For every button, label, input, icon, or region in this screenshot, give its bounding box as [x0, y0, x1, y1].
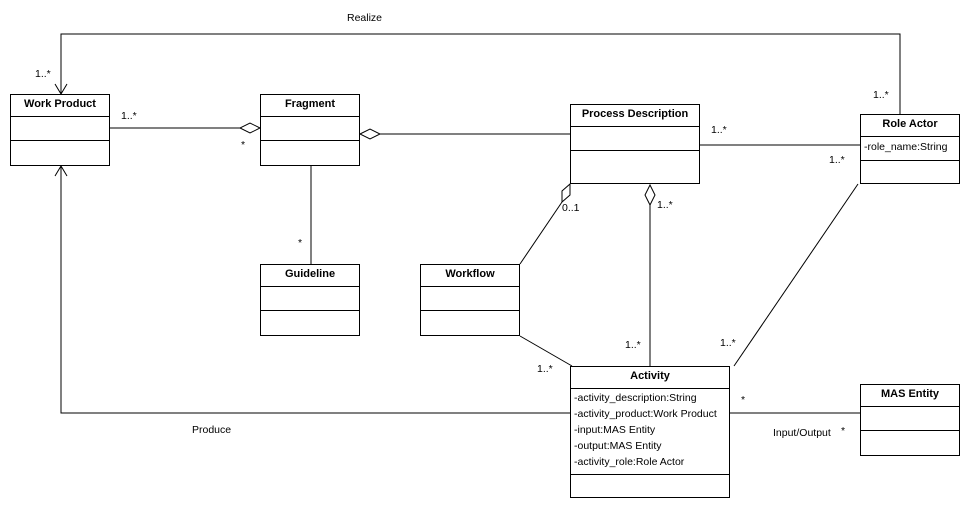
- process-activity-diamond: [644, 183, 656, 207]
- attributes-compartment: -role_name:String: [861, 137, 959, 161]
- realize-target-multiplicity: 1..*: [35, 68, 51, 80]
- process-activity-source-multiplicity: 1..*: [657, 199, 673, 211]
- realize-source-multiplicity: 1..*: [873, 89, 889, 101]
- class-workflow[interactable]: Workflow: [420, 264, 520, 336]
- process-activity-target-multiplicity: 1..*: [625, 339, 641, 351]
- class-name: Activity: [571, 367, 729, 389]
- attribute-input: -input:MAS Entity: [574, 424, 656, 436]
- attribute-activity-description: -activity_description:String: [574, 392, 697, 404]
- attributes-compartment: [861, 407, 959, 431]
- attributes-compartment: [421, 287, 519, 311]
- class-role-actor[interactable]: Role Actor -role_name:String: [860, 114, 960, 184]
- operations-compartment: [261, 141, 359, 165]
- class-name: Workflow: [421, 265, 519, 287]
- class-name: Work Product: [11, 95, 109, 117]
- attribute-activity-role: -activity_role:Role Actor: [574, 456, 685, 468]
- input-output-source-multiplicity: *: [741, 394, 746, 406]
- process-workflow-connector: [519, 201, 563, 265]
- role-activity-multiplicity: 1..*: [720, 337, 736, 349]
- input-output-target-multiplicity: *: [841, 425, 846, 437]
- class-fragment[interactable]: Fragment: [260, 94, 360, 166]
- class-guideline[interactable]: Guideline: [260, 264, 360, 336]
- input-output-label: Input/Output: [773, 427, 831, 439]
- process-role-source-multiplicity: 1..*: [711, 124, 727, 136]
- work-product-fragment-target-multiplicity: *: [241, 139, 246, 151]
- attributes-compartment: [571, 127, 699, 151]
- class-name: Guideline: [261, 265, 359, 287]
- operations-compartment: [571, 475, 729, 497]
- class-process-description[interactable]: Process Description: [570, 104, 700, 184]
- attributes-compartment: [261, 117, 359, 141]
- class-mas-entity[interactable]: MAS Entity: [860, 384, 960, 456]
- attribute-output: -output:MAS Entity: [574, 440, 662, 452]
- fragment-aggregation-diamond-right: [358, 128, 382, 140]
- class-name: Role Actor: [861, 115, 959, 137]
- attribute-role-name: -role_name:String: [864, 141, 948, 153]
- attribute-activity-product: -activity_product:Work Product: [574, 408, 717, 420]
- class-work-product[interactable]: Work Product: [10, 94, 110, 166]
- class-name: Process Description: [571, 105, 699, 127]
- operations-compartment: [421, 311, 519, 335]
- work-product-fragment-source-multiplicity: 1..*: [121, 110, 137, 122]
- operations-compartment: [861, 431, 959, 455]
- realize-label: Realize: [347, 12, 383, 24]
- workflow-activity-connector: [519, 335, 573, 367]
- process-workflow-multiplicity: 0..1: [562, 202, 580, 214]
- operations-compartment: [261, 311, 359, 335]
- produce-connector: [60, 166, 570, 414]
- produce-label: Produce: [192, 424, 232, 436]
- produce-arrowhead: [54, 165, 68, 177]
- attributes-compartment: -activity_description:String -activity_p…: [571, 389, 729, 475]
- operations-compartment: [861, 161, 959, 183]
- workflow-activity-multiplicity: 1..*: [537, 363, 553, 375]
- realize-connector: [60, 33, 901, 114]
- class-name: Fragment: [261, 95, 359, 117]
- operations-compartment: [11, 141, 109, 165]
- role-activity-connector: [733, 183, 859, 367]
- process-role-target-multiplicity: 1..*: [829, 154, 845, 166]
- class-activity[interactable]: Activity -activity_description:String -a…: [570, 366, 730, 498]
- operations-compartment: [571, 151, 699, 183]
- attributes-compartment: [261, 287, 359, 311]
- process-workflow-diamond: [561, 182, 571, 204]
- fragment-aggregation-diamond-left: [238, 122, 262, 134]
- fragment-guideline-multiplicity: *: [298, 237, 303, 249]
- attributes-compartment: [11, 117, 109, 141]
- class-name: MAS Entity: [861, 385, 959, 407]
